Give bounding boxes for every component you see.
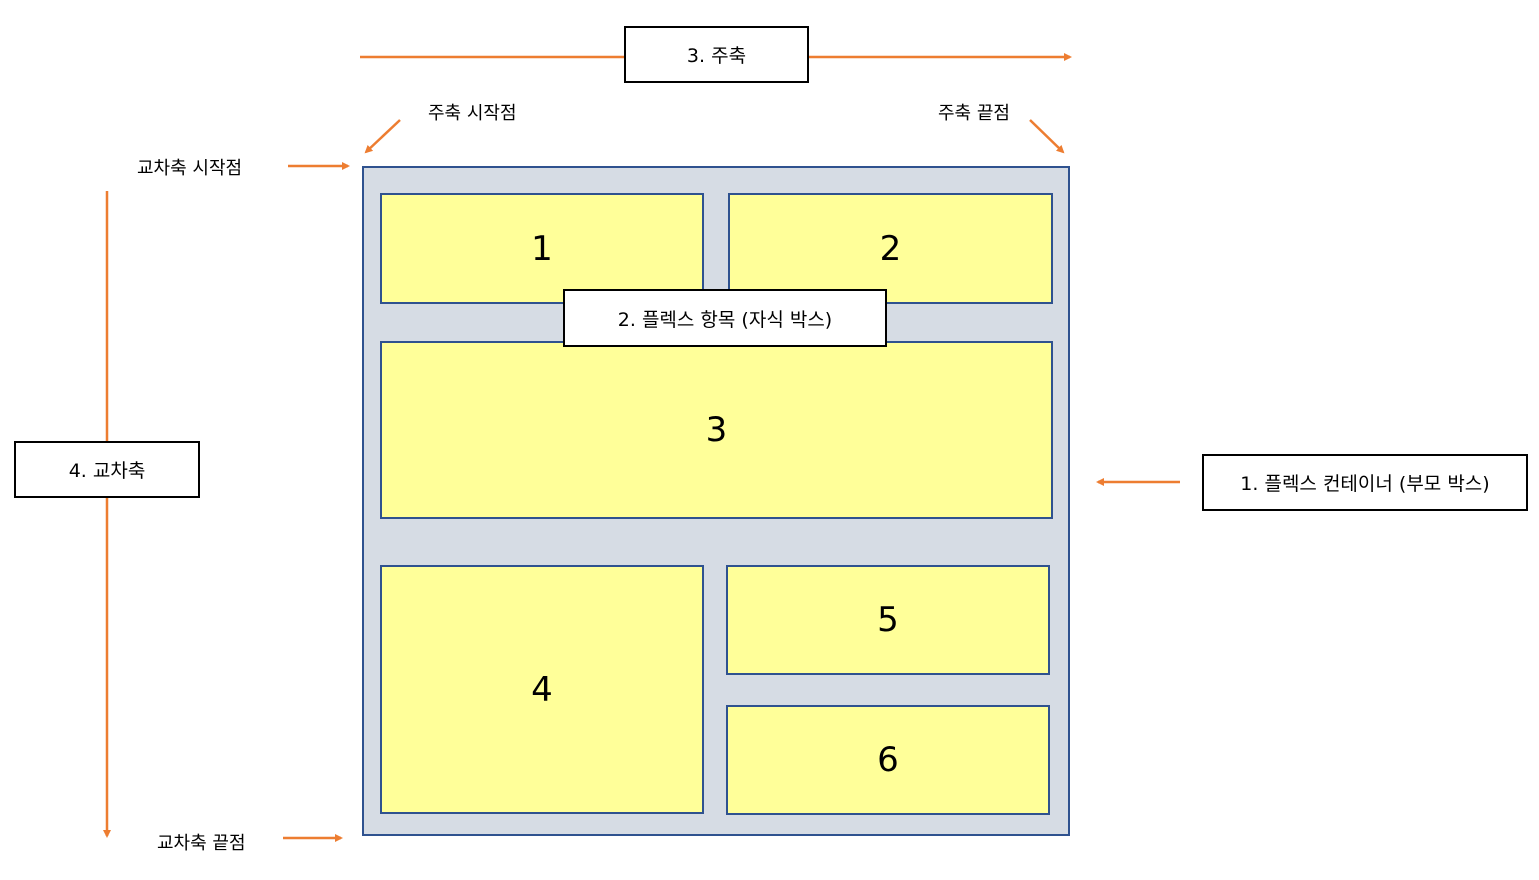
- main-axis-end-label: 주축 끝점: [938, 103, 1010, 124]
- cross-axis-label: 4. 교차축: [14, 441, 200, 498]
- flex-item-6: 6: [726, 705, 1050, 815]
- flex-container: 1 2 3 4 5 6: [362, 166, 1070, 836]
- flex-item-4: 4: [380, 565, 704, 814]
- flex-item-3: 3: [380, 341, 1053, 519]
- cross-axis-start-label: 교차축 시작점: [137, 158, 243, 179]
- flex-item-5: 5: [726, 565, 1050, 675]
- main-axis-end-arrow: [1029, 119, 1065, 154]
- flex-item-label: 2. 플렉스 항목 (자식 박스): [563, 289, 887, 347]
- flex-item-2: 2: [728, 193, 1053, 304]
- flex-container-label: 1. 플렉스 컨테이너 (부모 박스): [1202, 454, 1528, 511]
- flex-item-1: 1: [380, 193, 704, 304]
- main-axis-start-label: 주축 시작점: [428, 103, 517, 124]
- main-axis-label: 3. 주축: [624, 26, 809, 83]
- main-axis-start-arrow: [364, 119, 401, 154]
- cross-axis-end-label: 교차축 끝점: [157, 833, 246, 854]
